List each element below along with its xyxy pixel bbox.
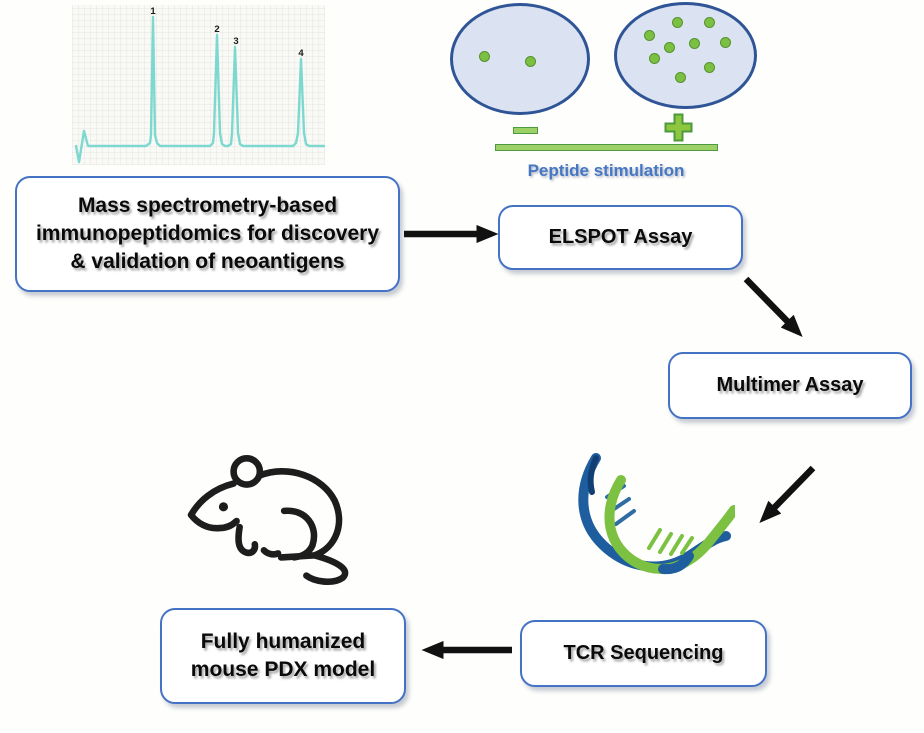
chromatogram-panel: 1 2 3 4 <box>72 5 325 165</box>
tcr-sequencing-label: TCR Sequencing <box>563 642 724 664</box>
pdx-model-line-2: mouse PDX model <box>190 658 376 681</box>
multimer-assay-label: Multimer Assay <box>716 374 864 396</box>
peak-label-3: 3 <box>233 36 238 47</box>
stimulation-caption: Peptide stimulation <box>527 161 685 180</box>
mass-spec-line-3: & validation of neoantigens <box>70 249 345 273</box>
cell-spot <box>704 17 715 28</box>
negative-well-dish <box>450 3 590 115</box>
cell-spot <box>664 42 675 53</box>
arrow-elspot-to-multimer <box>743 276 803 337</box>
cell-spot <box>720 37 731 48</box>
peak-label-4: 4 <box>298 48 304 59</box>
mass-spec-line-2: immunopeptidomics for discovery <box>35 222 380 246</box>
cell-spot <box>672 17 683 28</box>
pdx-model-line-1: Fully humanized <box>200 629 366 653</box>
pdx-model-box: Fully humanized mouse PDX model <box>160 608 406 704</box>
cell-spot <box>525 56 536 67</box>
cell-spot <box>704 62 715 73</box>
multimer-assay-box: Multimer Assay <box>668 352 912 419</box>
elspot-assay-label: ELSPOT Assay <box>548 226 693 248</box>
cell-spot <box>649 53 660 64</box>
peak-label-2: 2 <box>214 24 219 35</box>
chromatogram-trace: 1 2 3 4 <box>74 6 325 164</box>
stimulation-bar <box>495 144 718 151</box>
cell-spot <box>675 72 686 83</box>
cell-spot <box>689 38 700 49</box>
cell-spot <box>479 51 490 62</box>
positive-well-dish <box>614 2 757 109</box>
elspot-assay-box: ELSPOT Assay <box>498 205 743 270</box>
plus-symbol <box>664 113 693 142</box>
cell-spot <box>644 30 655 41</box>
peak-label-1: 1 <box>150 6 156 17</box>
dna-helix-icon <box>563 450 735 598</box>
arrow-multimer-to-tcr <box>759 465 816 523</box>
tcr-sequencing-box: TCR Sequencing <box>520 620 767 687</box>
minus-symbol <box>513 127 538 134</box>
mass-spec-line-1: Mass spectrometry-based <box>77 194 338 218</box>
mouse-icon <box>183 450 360 592</box>
mass-spec-box: Mass spectrometry-based immunopeptidomic… <box>15 176 400 292</box>
